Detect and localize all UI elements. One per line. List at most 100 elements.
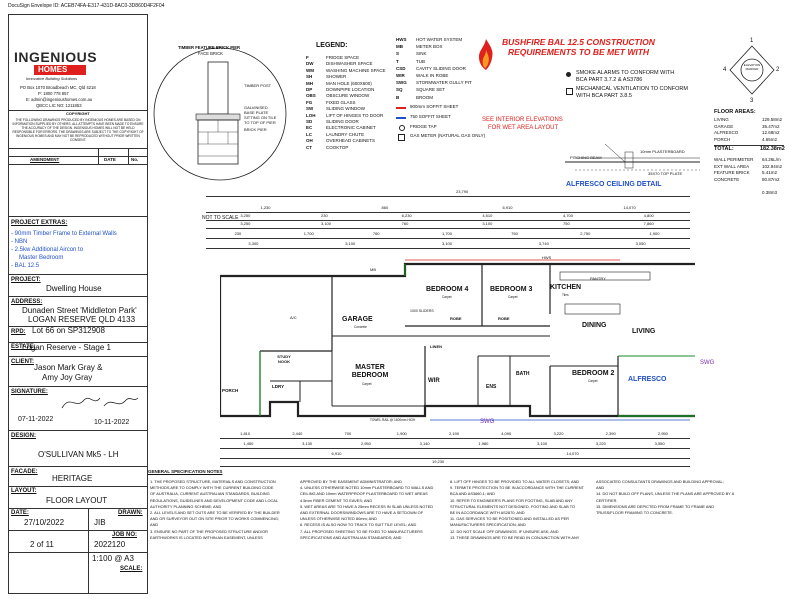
dimension-text: 7,860 — [643, 221, 654, 226]
elevation-marker-label: ELEVATION MARKER — [743, 63, 761, 71]
dimension-text: 1,450 — [243, 441, 254, 446]
divider — [8, 326, 148, 327]
dimension-line — [220, 438, 690, 439]
ceiling-label: 35X70 TOP PLATE — [648, 171, 683, 176]
legend-value: DISHWASHER SPACE — [326, 61, 373, 67]
legend-line-label: GAS METER (NATURAL GAS ONLY) — [410, 133, 486, 138]
legend-key: FG — [306, 99, 313, 105]
floor-area-label: GARAGE — [714, 123, 734, 129]
drawn-label: DRAWN: — [118, 510, 143, 516]
bal-title-1: BUSHFIRE BAL 12.5 CONSTRUCTION — [502, 37, 655, 47]
elevation-number: 2 — [776, 67, 780, 73]
spec-note-line: 10. REFER TO ENGINEER'S PLANS FOR FOOTIN… — [450, 497, 573, 503]
spec-note-line: AND — [596, 485, 605, 491]
dimension-line — [206, 212, 690, 213]
see-interior-2: FOR WET AREA LAYOUT — [488, 125, 559, 131]
dimension-text: 3,130 — [302, 441, 313, 446]
spec-note-line: 7. ALL PROPOSED SHEETING TO BE FIXED TO … — [300, 528, 423, 534]
bal-note: BCA PART 3.7.2 & AS3786 — [576, 77, 643, 83]
facade-value: HERITAGE — [52, 474, 93, 483]
floor-total-value: 182.38m2 — [760, 146, 785, 152]
floor-extra-value: 0.38m3 — [762, 190, 778, 195]
dimension-text: 6,910 — [331, 451, 342, 456]
dimension-text: 860 — [381, 205, 389, 210]
logo-name-line1: INGENIOUS — [14, 49, 98, 65]
timber-detail-label: GALVINISED — [244, 105, 268, 110]
legend-key: LC — [306, 131, 312, 137]
elevation-marker: 1 2 3 4 ELEVATION MARKER — [722, 38, 782, 108]
room-finish: Carpet — [508, 295, 518, 299]
legend-value: BROOM — [416, 94, 434, 100]
legend-title: LEGEND: — [316, 42, 348, 49]
project-value: Dwelling House — [46, 284, 102, 293]
ventilation-icon — [566, 88, 573, 95]
legend-value: TUB — [416, 58, 425, 64]
floor-areas-title: FLOOR AREAS: — [714, 109, 756, 115]
divider — [88, 508, 89, 594]
dimension-text: 3,100 — [442, 241, 453, 246]
dimension-text: 1,810 — [240, 431, 251, 436]
spec-note-line: 14. DO NOT BUILD OFF PLANS, UNLESS THE P… — [596, 491, 735, 497]
floor-plan-walls — [217, 259, 700, 421]
spec-note-line: 5. WET AREAS ARE TO HAVE A 25mm RECESS I… — [300, 503, 434, 509]
signature-label: SIGNATURE: — [11, 389, 48, 395]
room-finish: Carpet — [442, 295, 452, 299]
legend-value: MAN HOLE (600X600) — [326, 80, 372, 86]
bal-note: MECHANICAL VENTILATION TO CONFORM — [576, 86, 688, 92]
dimension-line — [206, 220, 690, 221]
room-laundry: LDRY — [272, 384, 285, 389]
logo-name-line2: HOMES — [38, 65, 68, 74]
timber-detail-footer: NOT TO SCALE — [202, 215, 239, 221]
drawn-value: JIB — [94, 518, 106, 527]
floor-area-value: 64.26L/m — [762, 157, 781, 162]
legend-key: S — [396, 51, 400, 57]
project-extras-label: PROJECT EXTRAS: — [11, 220, 68, 226]
legend-swatch — [399, 125, 405, 131]
company-phone: P: 1800 778 857 — [38, 91, 69, 96]
dimension-text: 6,910 — [502, 205, 513, 210]
dimension-text: 14,070 — [623, 205, 636, 210]
divider — [8, 110, 148, 111]
scale-label: SCALE: — [120, 566, 143, 572]
spec-note-line: UNLESS OTHERWISE NOTED 80mm; AND — [300, 516, 377, 522]
spec-notes-title: GENERAL SPECIFICATION NOTES — [148, 469, 223, 474]
dimension-text: 760 — [372, 231, 380, 236]
divider — [714, 145, 784, 146]
legend-swatch — [396, 107, 406, 109]
room-master-bedroom: MASTER BEDROOM — [351, 364, 389, 379]
room-linen: LINEN — [430, 344, 442, 349]
room-alfresco: ALFRESCO — [628, 376, 667, 383]
legend-key: OBS — [306, 93, 316, 99]
dimension-text: 230 — [234, 231, 242, 236]
dimension-text: 1,900 — [649, 231, 660, 236]
floor-plan: GARAGE Concrete BEDROOM 4 Carpet BEDROOM… — [217, 256, 714, 426]
spec-note-line: CEILING AND 10mm WATERPROOF PLASTERBOARD… — [300, 491, 428, 497]
legend-value: SQUARE SET — [416, 87, 446, 93]
divider — [8, 342, 148, 343]
room-bath: BATH — [516, 371, 530, 377]
client-line1: Jason Mark Gray & — [34, 363, 103, 372]
layout-label: LAYOUT: — [11, 488, 37, 494]
dimension-line — [220, 466, 690, 467]
flame-icon — [479, 39, 493, 70]
dimension-text: 1,230 — [260, 205, 271, 210]
spec-note-line: 15. DIMENSIONS ARE DEPICTED FROM FRAME T… — [596, 503, 715, 509]
timber-detail-title-1: TIMBER FEATURE BRICK PIER — [178, 45, 241, 50]
spec-note-line: TRUSS/FLOOR FRAMING TO CONCRETE. — [596, 510, 674, 515]
timber-detail-label: TO TOP OF PIER — [244, 120, 276, 125]
dim-overall-bottom: 19,230 — [432, 459, 445, 464]
floor-area-value: 35.47m2 — [762, 123, 780, 129]
dimension-text: 3,220 — [553, 431, 564, 436]
dim-overall: 23,790 — [456, 189, 469, 194]
dimension-text: 3,300 — [248, 241, 259, 246]
dimension-text: 700 — [344, 431, 352, 436]
dimension-text: 4,090 — [501, 431, 512, 436]
legend-value: STORMWATER GULLY PIT — [416, 80, 472, 86]
legend-value: SHOWER — [326, 74, 347, 80]
dimension-text: 3,100 — [345, 241, 356, 246]
design-label: DESIGN: — [11, 433, 37, 439]
spec-note-line: 13. THESE DRAWINGS ARE TO BE READ IN CON… — [450, 534, 580, 540]
dimension-text: 750 — [563, 221, 570, 226]
design-value: O'SULLIVAN Mk5 - LH — [38, 450, 119, 459]
dimension-text: 230 — [321, 213, 328, 218]
